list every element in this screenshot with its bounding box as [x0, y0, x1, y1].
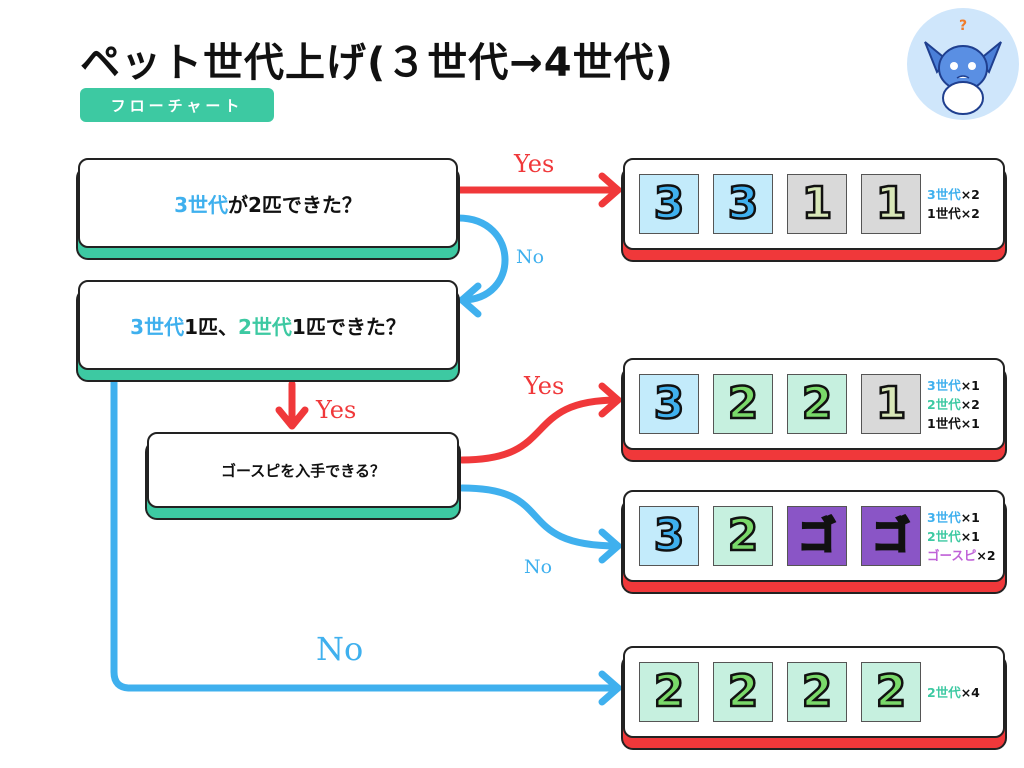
- mascot-icon: ?: [907, 8, 1019, 120]
- question-text: 1匹、: [184, 314, 238, 339]
- label-yes-2: Yes: [316, 396, 357, 424]
- question-text: 1匹できた？: [291, 314, 406, 339]
- question-label-2gen: 2世代: [238, 314, 292, 339]
- pet-slot-1gen: 1: [861, 174, 921, 234]
- result-box-3: 3 2 ゴ ゴ 3世代×1 2世代×1 ゴースピ×2: [623, 490, 1005, 582]
- result-counts: 3世代×1 2世代×2 1世代×1: [927, 360, 980, 448]
- pet-slot-2gen: 2: [713, 374, 773, 434]
- question-label-3gen: 3世代: [130, 314, 185, 339]
- label-no-2: No: [316, 630, 364, 668]
- label-no-3: No: [524, 556, 553, 578]
- count-line: 3世代×1: [927, 509, 980, 525]
- pet-slot-2gen: 2: [861, 662, 921, 722]
- pet-slot-3gen: 3: [713, 174, 773, 234]
- flowchart-tag: フローチャート: [80, 88, 274, 122]
- arrow-no-3: [458, 484, 622, 550]
- svg-text:?: ?: [959, 18, 967, 34]
- arrow-no-1: [454, 214, 509, 304]
- question-text: が2匹できた？: [228, 192, 362, 217]
- pet-slot-2gen: 2: [787, 662, 847, 722]
- label-yes-3: Yes: [524, 372, 565, 400]
- pet-slot-2gen: 2: [713, 662, 773, 722]
- count-line: 3世代×1: [927, 377, 980, 393]
- count-line: 1世代×1: [927, 415, 980, 431]
- label-yes-1: Yes: [514, 150, 555, 178]
- pet-slot-2gen: 2: [713, 506, 773, 566]
- question-3gen-two: 3世代が2匹できた？: [78, 158, 458, 248]
- count-line: ゴースピ×2: [927, 547, 996, 563]
- pet-slot-3gen: 3: [639, 174, 699, 234]
- count-line: 3世代×2: [927, 187, 980, 202]
- arrow-no-2: [110, 372, 622, 692]
- question-ghost-spider: ゴースピを入手できる？: [147, 432, 459, 508]
- result-counts: 3世代×2 1世代×2: [927, 160, 980, 248]
- pet-slot-1gen: 1: [861, 374, 921, 434]
- page-title: ペット世代上げ(３世代→4世代): [80, 40, 674, 86]
- pet-slot-2gen: 2: [787, 374, 847, 434]
- result-box-4: 2 2 2 2 2世代×4: [623, 646, 1005, 738]
- count-line: 1世代×2: [927, 206, 980, 221]
- label-no-1: No: [516, 246, 545, 268]
- count-line: 2世代×1: [927, 528, 980, 544]
- arrow-yes-3: [458, 396, 622, 464]
- pet-slot-3gen: 3: [639, 374, 699, 434]
- result-box-2: 3 2 2 1 3世代×1 2世代×2 1世代×1: [623, 358, 1005, 450]
- question-text: ゴースピを入手できる？: [221, 461, 385, 480]
- result-counts: 3世代×1 2世代×1 ゴースピ×2: [927, 492, 996, 580]
- count-line: 2世代×2: [927, 396, 980, 412]
- pet-slot-ghost-spider: ゴ: [861, 506, 921, 566]
- pet-slot-1gen: 1: [787, 174, 847, 234]
- question-label-3gen: 3世代: [174, 192, 228, 217]
- count-line: 2世代×4: [927, 684, 980, 700]
- result-counts: 2世代×4: [927, 648, 980, 736]
- result-box-1: 3 3 1 1 3世代×2 1世代×2: [623, 158, 1005, 250]
- pet-slot-3gen: 3: [639, 506, 699, 566]
- pet-slot-2gen: 2: [639, 662, 699, 722]
- pet-slot-ghost-spider: ゴ: [787, 506, 847, 566]
